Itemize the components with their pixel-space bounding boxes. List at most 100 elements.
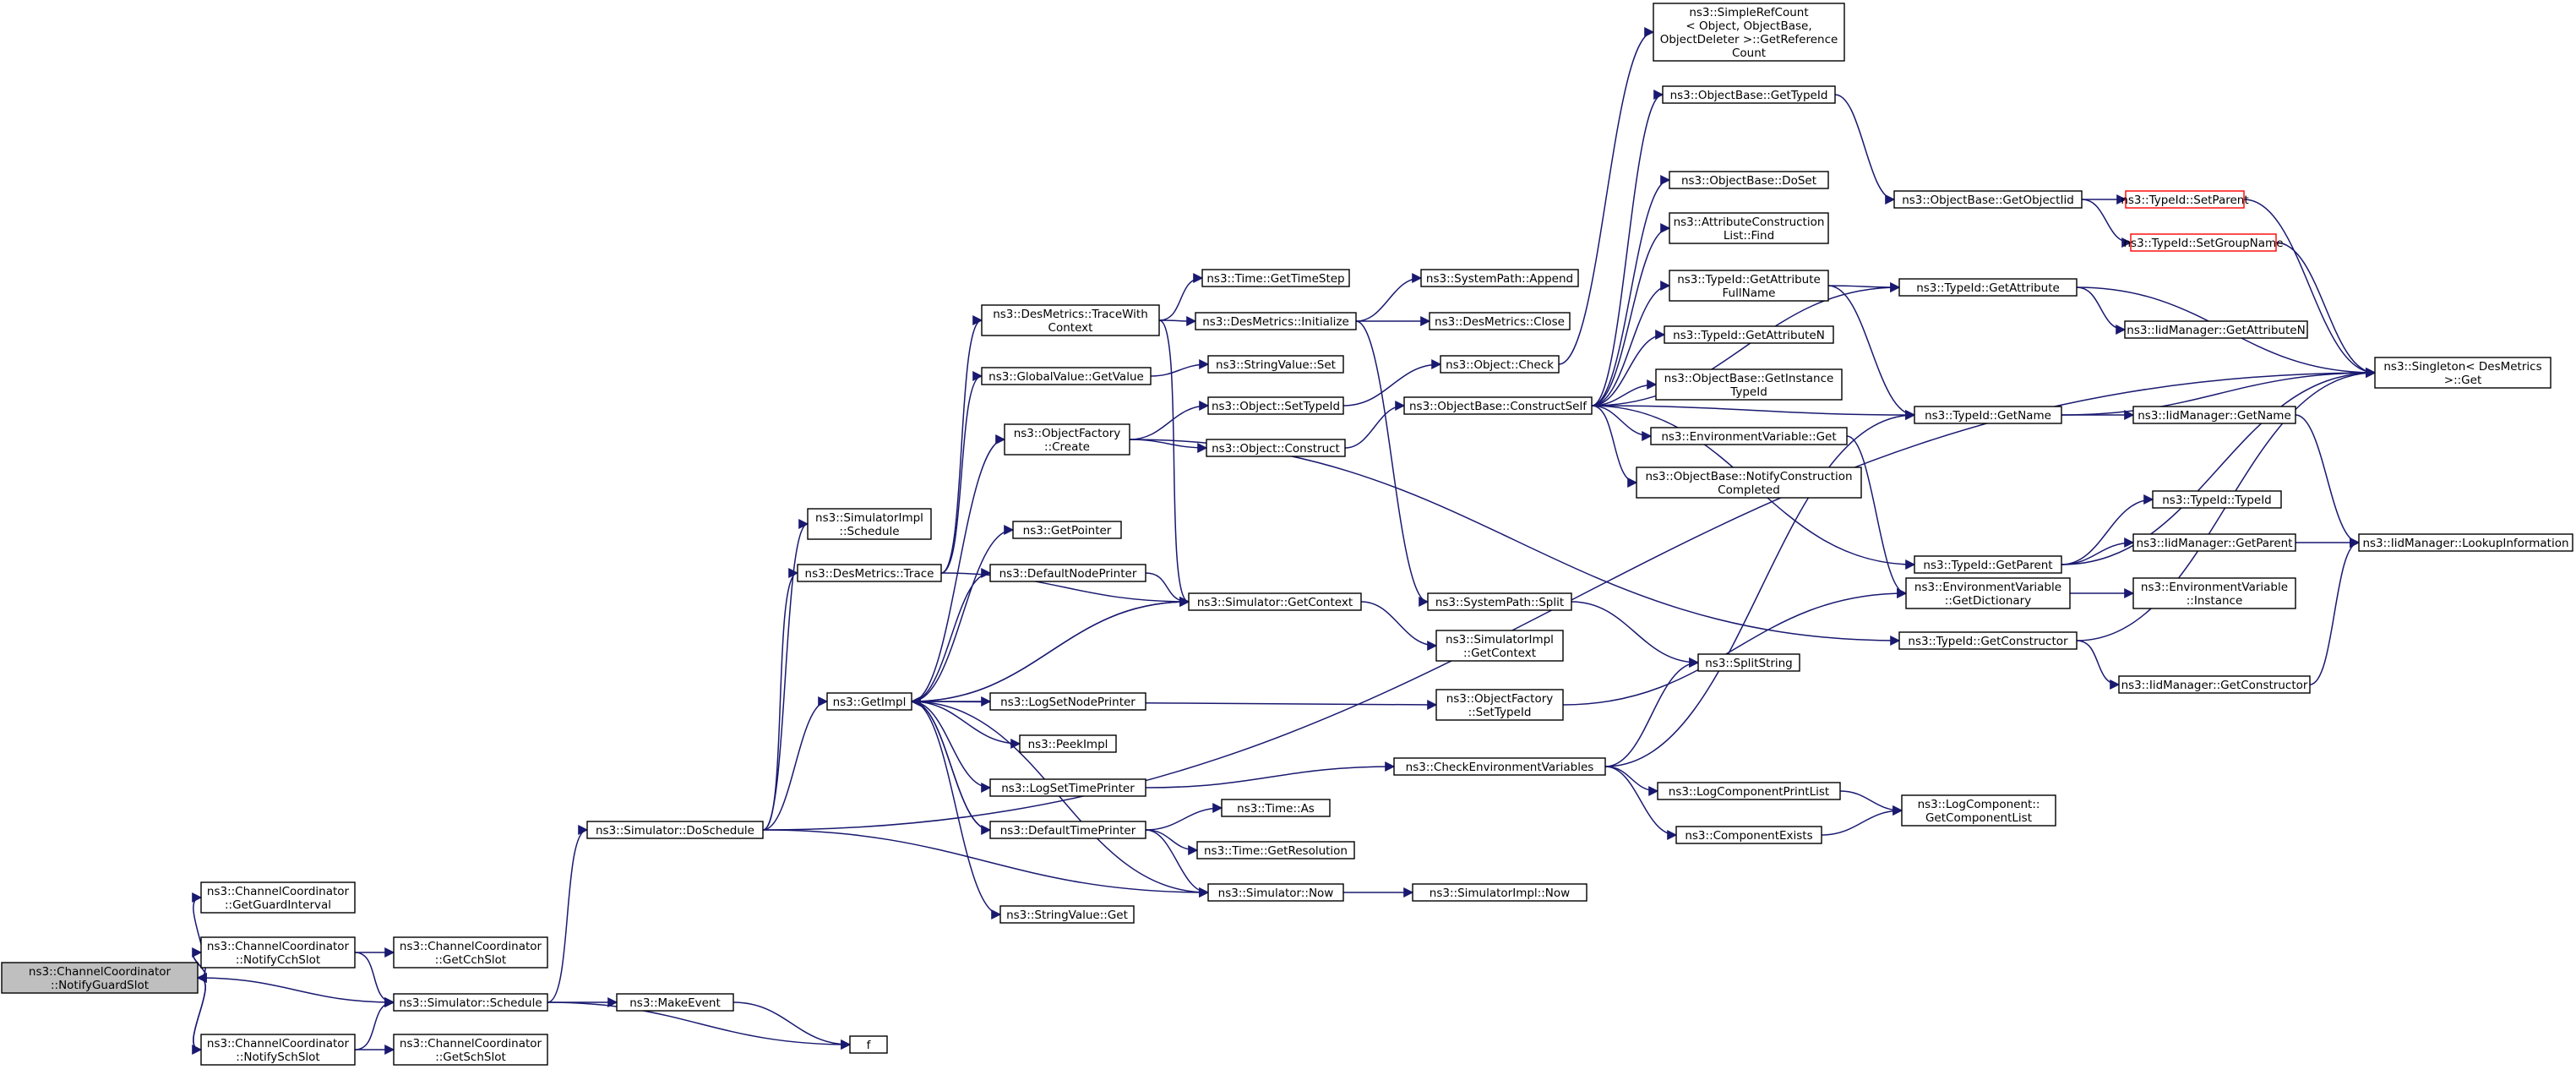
graph-node-n9[interactable]: ns3::MakeEvent xyxy=(616,993,734,1012)
graph-node-box[interactable] xyxy=(1195,312,1357,330)
graph-node-box[interactable] xyxy=(2132,577,2296,609)
graph-node-box[interactable] xyxy=(2132,406,2296,424)
graph-node-box[interactable] xyxy=(1188,592,1362,611)
graph-node-n65[interactable]: ns3::TypeId::TypeId xyxy=(2152,490,2282,509)
graph-node-n21[interactable]: ns3::LogSetTimePrinter xyxy=(989,778,1146,797)
graph-node-box[interactable] xyxy=(1657,782,1841,800)
graph-node-n37[interactable]: ns3::SystemPath::Split xyxy=(1427,592,1572,611)
graph-node-box[interactable] xyxy=(1429,312,1571,330)
graph-node-box[interactable] xyxy=(1403,396,1593,415)
graph-node-n36[interactable]: ns3::ObjectBase::ConstructSelf xyxy=(1403,396,1593,415)
graph-node-n56[interactable]: ns3::TypeId::GetAttribute xyxy=(1898,278,2078,297)
graph-node-n38[interactable]: ns3::SimulatorImpl::GetContext xyxy=(1435,630,1564,662)
graph-node-box[interactable] xyxy=(1,962,199,994)
graph-node-n27[interactable]: ns3::Object::SetTypeId xyxy=(1207,396,1344,415)
graph-node-n62[interactable]: ns3::TypeId::SetGroupName xyxy=(2123,233,2284,252)
graph-node-box[interactable] xyxy=(1898,631,2078,650)
graph-node-n64[interactable]: ns3::IidManager::GetName xyxy=(2132,406,2296,424)
graph-node-box[interactable] xyxy=(1901,794,2056,827)
graph-node-box[interactable] xyxy=(393,993,548,1012)
graph-node-n29[interactable]: ns3::Simulator::GetContext xyxy=(1188,592,1362,611)
graph-node-n8[interactable]: ns3::Simulator::DoSchedule xyxy=(586,821,764,839)
graph-node-n28[interactable]: ns3::Object::Construct xyxy=(1206,439,1346,457)
graph-node-box[interactable] xyxy=(1636,467,1862,499)
graph-node-n68[interactable]: ns3::IidManager::GetConstructor xyxy=(2118,675,2311,694)
graph-node-box[interactable] xyxy=(1914,555,2062,574)
graph-node-n5[interactable]: ns3::Simulator::Schedule xyxy=(393,993,548,1012)
graph-node-box[interactable] xyxy=(200,936,356,969)
graph-node-n17[interactable]: ns3::GetPointer xyxy=(1012,521,1122,539)
graph-node-box[interactable] xyxy=(1440,355,1560,374)
graph-node-box[interactable] xyxy=(989,821,1146,839)
graph-node-box[interactable] xyxy=(1201,269,1350,287)
graph-node-n52[interactable]: ns3::LogComponentPrintList xyxy=(1657,782,1841,800)
graph-node-n11[interactable]: ns3::SimulatorImpl::Schedule xyxy=(807,508,932,540)
graph-node-n34[interactable]: ns3::DesMetrics::Close xyxy=(1429,312,1571,330)
graph-node-n19[interactable]: ns3::LogSetNodePrinter xyxy=(989,692,1146,711)
graph-node-n51[interactable]: ns3::SplitString xyxy=(1697,653,1800,672)
graph-node-box[interactable] xyxy=(999,905,1135,924)
graph-node-box[interactable] xyxy=(1393,757,1606,776)
graph-node-n32[interactable]: ns3::Simulator::Now xyxy=(1207,883,1344,902)
graph-node-box[interactable] xyxy=(586,821,764,839)
graph-node-box[interactable] xyxy=(1905,577,2071,609)
graph-node-n63[interactable]: ns3::IidManager::GetAttributeN xyxy=(2124,320,2308,339)
graph-node-n31[interactable]: ns3::Time::GetResolution xyxy=(1196,841,1355,859)
graph-node-n20[interactable]: ns3::PeekImpl xyxy=(1019,734,1117,753)
graph-node-n58[interactable]: ns3::TypeId::GetParent xyxy=(1914,555,2062,574)
graph-node-box[interactable] xyxy=(807,508,932,540)
graph-node-box[interactable] xyxy=(393,1034,548,1066)
graph-node-n10[interactable]: f xyxy=(849,1035,888,1054)
graph-node-box[interactable] xyxy=(1662,85,1836,104)
graph-node-n60[interactable]: ns3::TypeId::GetConstructor xyxy=(1898,631,2078,650)
graph-node-box[interactable] xyxy=(849,1035,888,1054)
graph-node-n16[interactable]: ns3::ObjectFactory::Create xyxy=(1004,423,1130,456)
graph-node-n22[interactable]: ns3::DefaultTimePrinter xyxy=(989,821,1146,839)
graph-node-box[interactable] xyxy=(393,936,548,969)
graph-node-box[interactable] xyxy=(2130,233,2277,252)
graph-node-n44[interactable]: ns3::ObjectBase::DoSet xyxy=(1669,171,1829,189)
graph-node-n1[interactable]: ns3::ChannelCoordinator::NotifyGuardSlot xyxy=(1,962,199,994)
graph-node-n35[interactable]: ns3::Object::Check xyxy=(1440,355,1560,374)
graph-node-n42[interactable]: ns3::SimpleRefCount< Object, ObjectBase,… xyxy=(1653,3,1845,62)
graph-node-box[interactable] xyxy=(989,692,1146,711)
graph-node-box[interactable] xyxy=(1196,841,1355,859)
graph-node-n23[interactable]: ns3::StringValue::Get xyxy=(999,905,1135,924)
graph-node-n50[interactable]: ns3::ObjectBase::NotifyConstructionCompl… xyxy=(1636,467,1862,499)
graph-node-n2[interactable]: ns3::ChannelCoordinator::GetGuardInterva… xyxy=(200,881,356,914)
graph-node-box[interactable] xyxy=(616,993,734,1012)
graph-node-n30[interactable]: ns3::Time::As xyxy=(1221,799,1331,817)
graph-node-box[interactable] xyxy=(2125,190,2245,209)
graph-node-box[interactable] xyxy=(1427,592,1572,611)
graph-node-box[interactable] xyxy=(1650,427,1848,445)
graph-node-box[interactable] xyxy=(1914,406,2062,424)
graph-node-box[interactable] xyxy=(2118,675,2311,694)
graph-node-box[interactable] xyxy=(1206,439,1346,457)
graph-node-box[interactable] xyxy=(1420,269,1579,287)
graph-node-box[interactable] xyxy=(1697,653,1800,672)
graph-node-n43[interactable]: ns3::ObjectBase::GetTypeId xyxy=(1662,85,1836,104)
graph-node-box[interactable] xyxy=(1653,3,1845,62)
graph-node-box[interactable] xyxy=(1669,270,1829,302)
graph-node-box[interactable] xyxy=(1435,630,1564,662)
graph-node-n57[interactable]: ns3::TypeId::GetName xyxy=(1914,406,2062,424)
graph-node-n54[interactable]: ns3::LogComponent::GetComponentList xyxy=(1901,794,2056,827)
graph-node-box[interactable] xyxy=(797,564,942,582)
graph-node-box[interactable] xyxy=(989,778,1146,797)
graph-node-box[interactable] xyxy=(1669,171,1829,189)
graph-node-n33[interactable]: ns3::SystemPath::Append xyxy=(1420,269,1579,287)
graph-node-box[interactable] xyxy=(1207,396,1344,415)
graph-node-box[interactable] xyxy=(1898,278,2078,297)
graph-node-box[interactable] xyxy=(2374,357,2551,389)
graph-node-n47[interactable]: ns3::TypeId::GetAttributeN xyxy=(1664,325,1834,344)
graph-node-n25[interactable]: ns3::DesMetrics::Initialize xyxy=(1195,312,1357,330)
graph-node-n7[interactable]: ns3::ChannelCoordinator::GetSchSlot xyxy=(393,1034,548,1066)
graph-node-n41[interactable]: ns3::SimulatorImpl::Now xyxy=(1412,883,1588,902)
graph-node-n26[interactable]: ns3::StringValue::Set xyxy=(1207,355,1344,374)
graph-node-n6[interactable]: ns3::ChannelCoordinator::NotifySchSlot xyxy=(200,1034,356,1066)
graph-node-box[interactable] xyxy=(1004,423,1130,456)
graph-node-box[interactable] xyxy=(2132,533,2296,552)
